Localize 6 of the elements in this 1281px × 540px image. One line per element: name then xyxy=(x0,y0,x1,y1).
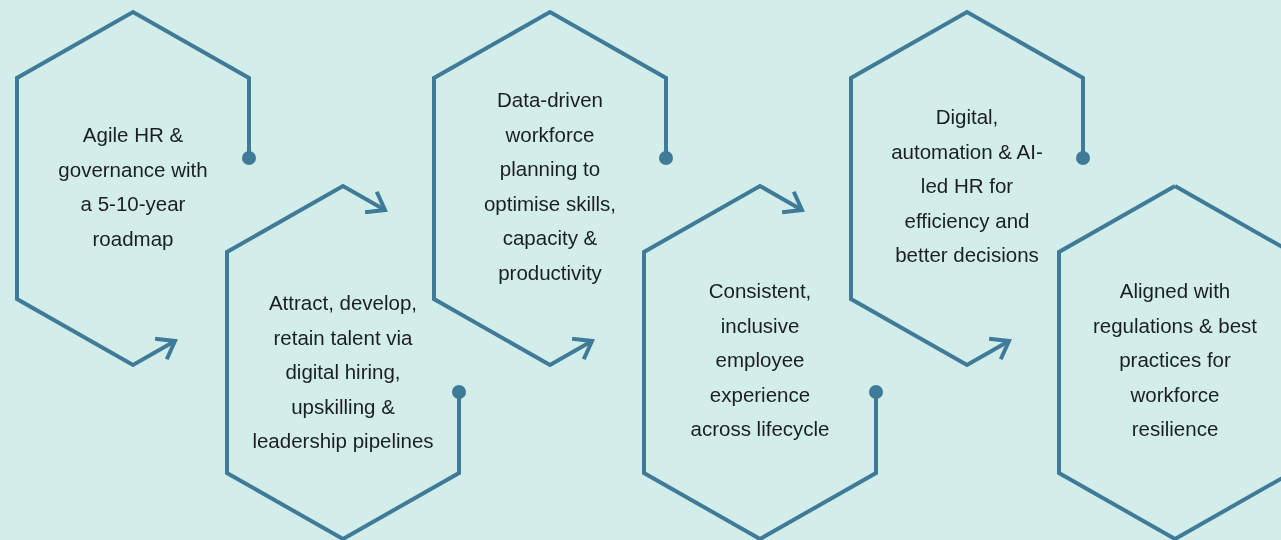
hexagon-text: Attract, develop, retain talent via digital hiring, upskilling & leadership pipelines xyxy=(251,289,435,454)
hexagon-text: Agile HR & governance with a 5-10-year roadmap xyxy=(57,122,209,252)
hexagon-text: Digital, automation & AI-led HR for efficiency and better decisions xyxy=(890,103,1044,268)
hexagon-text: Consistent, inclusive employee experience across lifecycle xyxy=(689,277,831,442)
hexagon-text: Aligned with regulations & best practices for workforce resilience xyxy=(1091,277,1259,442)
hexagon-text: Data-driven workforce planning to optimise skills, capacity & productivity xyxy=(482,86,618,286)
